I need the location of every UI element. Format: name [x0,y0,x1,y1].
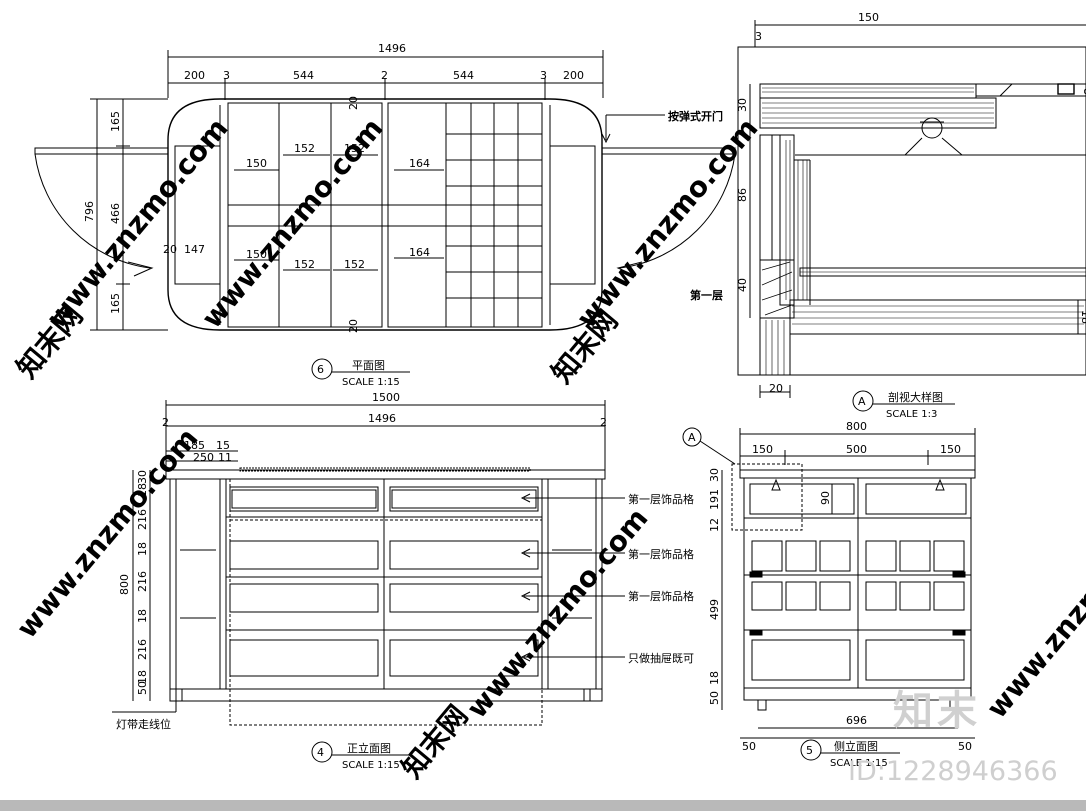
plan-dim-20-top: 20 [347,96,360,110]
plan-view: 1496 200 3 544 2 544 3 200 150 152 152 1… [34,42,736,388]
plan-scale: SCALE 1:15 [342,377,400,388]
section-label-first-layer: 第一层 [690,288,723,302]
front-callout-4: 只做抽屉既可 [628,651,694,665]
bottom-bar [0,800,1086,811]
plan-seg-3-right: 3 [540,69,547,82]
plan-height-165-bottom: 165 [109,293,122,314]
watermark-site-4: www.znzmo.com [10,422,204,645]
side-row-499: 499 [708,599,721,620]
plan-dim-164-bottom: 164 [409,246,430,259]
front-dim-11: 11 [218,451,232,464]
plan-dim-150-bottom: 150 [246,248,267,261]
plan-height-796: 796 [83,201,96,222]
section-detail-view: 150 3 8 [690,11,1086,420]
side-overall-800: 800 [846,420,867,433]
plan-dim-152a-bottom: 152 [294,258,315,271]
plan-callout-push-open: 按弹式开门 [668,109,723,123]
section-title: 剖视大样图 [888,390,943,404]
side-bottom-50-right: 50 [958,740,972,753]
front-callout-1: 第一层饰品格 [628,492,694,506]
plan-height-466: 466 [109,203,122,224]
side-row-50: 50 [708,691,721,705]
section-dim-3: 3 [755,30,762,43]
image-id-label: ID:1228946366 [848,756,1058,787]
front-overall-1500: 1500 [372,391,400,404]
plan-title-number: 6 [317,363,324,376]
front-row-18b: 18 [136,542,149,556]
front-dim-185: 185 [184,439,205,452]
side-row-18: 18 [708,671,721,685]
side-detail-marker: A [688,431,696,444]
plan-dim-150-top: 150 [246,157,267,170]
plan-dim-152b-bottom: 152 [344,258,365,271]
front-title: 正立面图 [347,741,391,755]
plan-seg-2: 2 [381,69,388,82]
section-dim-30: 30 [736,98,749,112]
front-edge-2-left: 2 [162,416,169,429]
front-dim-250: 250 [193,451,214,464]
plan-dim-152a-top: 152 [294,142,315,155]
watermark-site-6: www.znzmo.com [980,502,1086,725]
side-seg-150-left: 150 [752,443,773,456]
side-row-30: 30 [708,468,721,482]
plan-dim-20: 20 [163,243,177,256]
plan-dim-147: 147 [184,243,205,256]
side-title: 侧立面图 [834,739,878,753]
section-title-letter: A [858,395,866,408]
plan-dim-164-top: 164 [409,157,430,170]
front-scale: SCALE 1:15 [342,760,400,771]
front-elevation-view: 1500 1496 2 2 185 15 250 11 [112,391,694,771]
side-bottom-50-left: 50 [742,740,756,753]
front-row-50: 50 [136,681,149,695]
plan-seg-3-left: 3 [223,69,230,82]
front-row-216c: 216 [136,639,149,660]
front-row-216a: 216 [136,509,149,530]
plan-dim-152b-top: 152 [344,142,365,155]
front-row-18d: 18 [136,670,149,684]
front-row-30: 30 [136,470,149,484]
front-callout-led: 灯带走线位 [116,717,171,731]
front-title-number: 4 [317,746,324,759]
watermark-site-2: www.znzmo.com [195,112,389,335]
side-row-12: 12 [708,518,721,532]
side-title-number: 5 [806,744,813,757]
plan-seg-200-right: 200 [563,69,584,82]
plan-seg-544-right: 544 [453,69,474,82]
front-dim-15: 15 [216,439,230,452]
front-overall-1496: 1496 [368,412,396,425]
front-edge-2-right: 2 [600,416,607,429]
watermark-brand-3: 知末网 [395,699,474,785]
side-elevation-view: 800 150 500 150 A 90 30 191 12 [682,420,976,769]
section-dim-8: 8 [1081,88,1086,95]
front-callout-2: 第一层饰品格 [628,547,694,561]
front-callout-3: 第一层饰品格 [628,589,694,603]
front-row-216b: 216 [136,571,149,592]
watermark-site-5: www.znzmo.com [460,502,654,725]
front-row-18a: 18 [136,483,149,497]
front-row-18c: 18 [136,609,149,623]
brand-logo: 知末 [893,688,981,734]
section-width-150: 150 [858,11,879,24]
section-dim-18: 18 [1079,310,1086,324]
plan-dim-20-bottom: 20 [347,319,360,333]
plan-seg-200-left: 200 [184,69,205,82]
side-seg-500: 500 [846,443,867,456]
watermark-site-3: www.znzmo.com [570,112,764,335]
section-dim-40: 40 [736,278,749,292]
section-dim-86: 86 [736,188,749,202]
plan-title: 平面图 [352,359,385,372]
side-row-191: 191 [708,489,721,510]
plan-overall-dim: 1496 [378,42,406,55]
plan-seg-544-left: 544 [293,69,314,82]
side-inner-90: 90 [819,491,832,505]
plan-height-165-top: 165 [109,111,122,132]
section-scale: SCALE 1:3 [886,409,937,420]
side-seg-150-right: 150 [940,443,961,456]
side-scale: SCALE 1:15 [830,758,888,769]
front-height-800: 800 [118,574,131,595]
side-bottom-696: 696 [846,714,867,727]
section-dim-20: 20 [769,382,783,395]
